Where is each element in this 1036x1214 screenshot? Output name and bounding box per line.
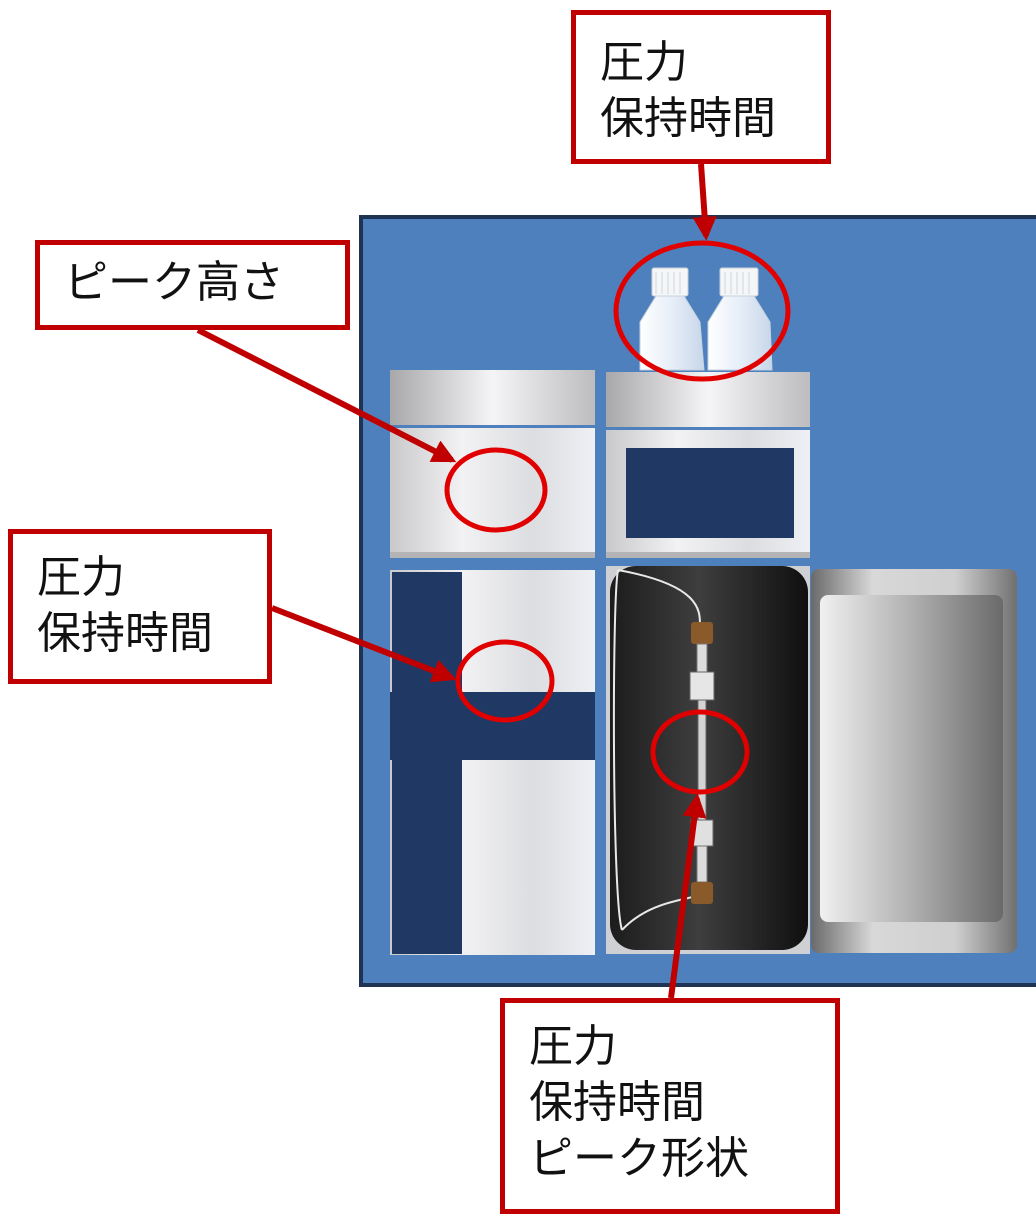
highlight-column <box>650 709 750 795</box>
highlight-bottles <box>613 240 791 382</box>
callout-text: 保持時間 <box>37 608 213 659</box>
arrow-top <box>692 163 717 241</box>
hplc-column <box>689 622 715 904</box>
arrow-peak <box>196 327 457 463</box>
callout-bottom: 圧力 保持時間 ピーク形状 <box>500 998 840 1214</box>
arrow-bottom <box>668 793 707 999</box>
tray-module <box>811 569 1017 953</box>
autosampler-module <box>606 372 810 558</box>
callout-left: 圧力 保持時間 <box>8 529 272 684</box>
callout-text: ピーク高さ <box>64 257 284 308</box>
callout-text: 圧力 <box>529 1021 617 1072</box>
callout-peak: ピーク高さ <box>35 240 350 330</box>
callout-text: 保持時間 <box>600 93 776 144</box>
solvent-bottle-icon <box>639 267 705 371</box>
pump-module <box>390 570 595 955</box>
highlight-detector <box>444 447 548 533</box>
detector-module <box>390 370 595 558</box>
callout-text: 圧力 <box>600 37 688 88</box>
callout-top: 圧力 保持時間 <box>571 10 831 164</box>
callout-text: 圧力 <box>37 552 125 603</box>
highlight-pump <box>455 639 555 723</box>
solvent-bottle-icon <box>707 267 773 371</box>
arrow-left <box>270 605 457 683</box>
callout-text: 保持時間 <box>529 1077 705 1128</box>
callout-text: ピーク形状 <box>529 1133 749 1184</box>
